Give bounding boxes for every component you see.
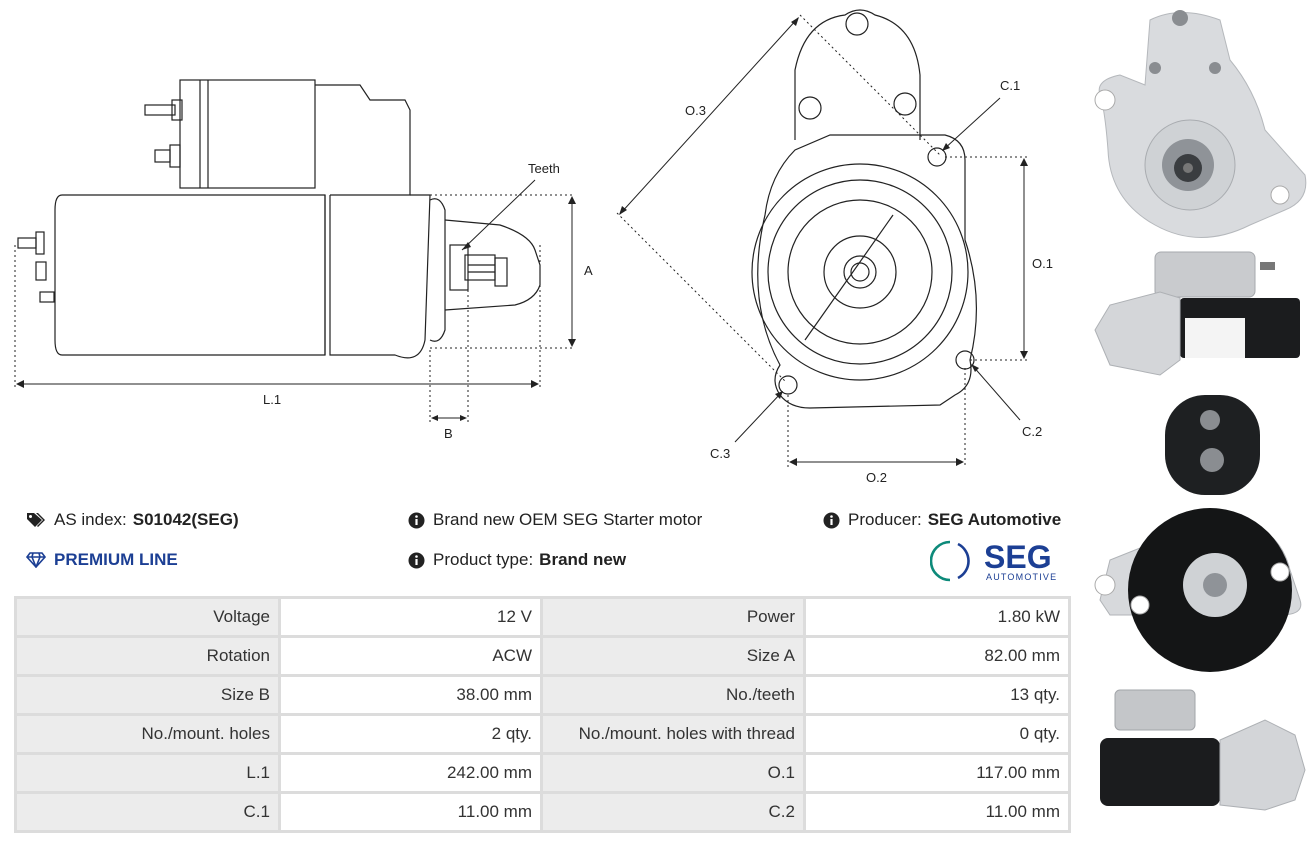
- dimension-a-label: A: [584, 263, 593, 278]
- description-line: Brand new OEM SEG Starter motor: [408, 510, 702, 530]
- spec-value: 1.80 kW: [803, 596, 1071, 638]
- spec-label: No./teeth: [540, 674, 806, 716]
- spec-value: 242.00 mm: [278, 752, 543, 794]
- as-index-value: S01042(SEG): [132, 510, 239, 529]
- premium-line: PREMIUM LINE: [26, 550, 178, 570]
- spec-label: C.1: [14, 791, 281, 833]
- dimension-b-label: B: [444, 426, 453, 441]
- spec-label: Rotation: [14, 635, 281, 677]
- spec-value: 38.00 mm: [278, 674, 543, 716]
- premium-label: PREMIUM LINE: [54, 550, 178, 569]
- dimension-o3-label: O.3: [685, 103, 706, 118]
- dimension-c2-label: C.2: [1022, 424, 1042, 439]
- as-index-label: AS index:: [54, 510, 127, 529]
- technical-drawing: Teeth A L.1 B: [14, 9, 1053, 485]
- dimension-o1-label: O.1: [1032, 256, 1053, 271]
- spec-label: Power: [540, 596, 806, 638]
- spec-label: O.1: [540, 752, 806, 794]
- spec-value: ACW: [278, 635, 543, 677]
- spec-value: 82.00 mm: [803, 635, 1071, 677]
- producer-line: Producer: SEG Automotive: [823, 510, 1061, 530]
- dimension-c1-label: C.1: [1000, 78, 1020, 93]
- drive-end-outer: [751, 163, 969, 381]
- dimension-c3-label: C.3: [710, 446, 730, 461]
- flange-hole-top: [845, 12, 869, 36]
- product-type-value: Brand new: [539, 550, 627, 569]
- producer-label: Producer:: [848, 510, 922, 529]
- producer-value: SEG Automotive: [927, 510, 1062, 529]
- spec-value: 12 V: [278, 596, 543, 638]
- product-type-line: Product type: Brand new: [408, 550, 626, 570]
- spec-label: No./mount. holes with thread: [540, 713, 806, 755]
- dimension-o2-label: O.2: [866, 470, 887, 485]
- info-icon: [823, 512, 840, 529]
- product-photos: [1080, 0, 1316, 860]
- seg-logo-sub: AUTOMOTIVE: [986, 572, 1057, 582]
- seg-logo-brand: SEG: [984, 539, 1052, 575]
- flange-outline: [794, 9, 921, 140]
- description-text: Brand new OEM SEG Starter motor: [433, 510, 703, 529]
- mount-hole-c3: [778, 375, 798, 395]
- product-photo-side-2[interactable]: [1100, 689, 1306, 811]
- product-photo-side[interactable]: [1094, 251, 1300, 376]
- tags-icon: [26, 512, 46, 528]
- spec-label: Size B: [14, 674, 281, 716]
- product-photo-rear[interactable]: [1094, 395, 1302, 672]
- as-index-line: AS index: S01042(SEG): [26, 510, 239, 530]
- product-photo-front[interactable]: [1094, 10, 1307, 238]
- solenoid-outline: [179, 79, 316, 189]
- seg-automotive-logo: SEG AUTOMOTIVE: [930, 539, 1057, 582]
- teeth-label: Teeth: [528, 161, 560, 176]
- spec-label: Size A: [540, 635, 806, 677]
- spec-value: 11.00 mm: [278, 791, 543, 833]
- spec-value: 117.00 mm: [803, 752, 1071, 794]
- spec-value: 13 qty.: [803, 674, 1071, 716]
- diamond-icon: [26, 552, 46, 568]
- motor-body-outline: [54, 194, 326, 356]
- spec-label: C.2: [540, 791, 806, 833]
- spec-value: 2 qty.: [278, 713, 543, 755]
- info-icon: [408, 552, 425, 569]
- dimension-l1-label: L.1: [263, 392, 281, 407]
- spec-label: L.1: [14, 752, 281, 794]
- mount-hole-c1: [927, 147, 947, 167]
- info-icon: [408, 512, 425, 529]
- spec-label: No./mount. holes: [14, 713, 281, 755]
- spec-value: 0 qty.: [803, 713, 1071, 755]
- spec-label: Voltage: [14, 596, 281, 638]
- spec-value: 11.00 mm: [803, 791, 1071, 833]
- product-type-label: Product type:: [433, 550, 534, 569]
